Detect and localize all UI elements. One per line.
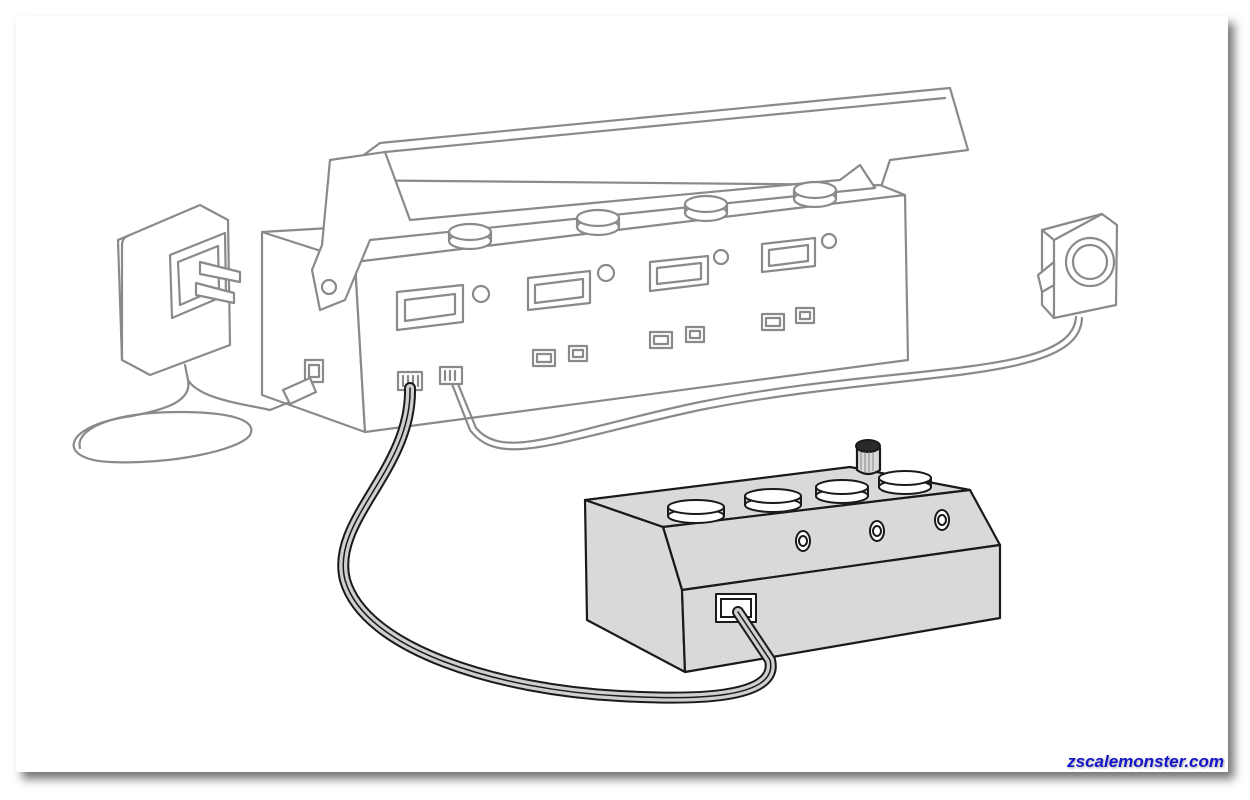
watermark-text[interactable]: zscalemonster.com — [1067, 752, 1224, 771]
momentary-switch — [450, 212, 1119, 451]
control-box-buttons — [667, 470, 932, 524]
panel-windows — [395, 232, 838, 332]
control-box — [583, 439, 1002, 674]
main-panel — [260, 86, 970, 434]
ribbon-cable — [337, 382, 777, 704]
control-box-knob — [855, 439, 882, 476]
panel-jacks — [303, 306, 816, 392]
power-adapter — [72, 203, 318, 464]
panel-top-buttons — [447, 180, 838, 251]
